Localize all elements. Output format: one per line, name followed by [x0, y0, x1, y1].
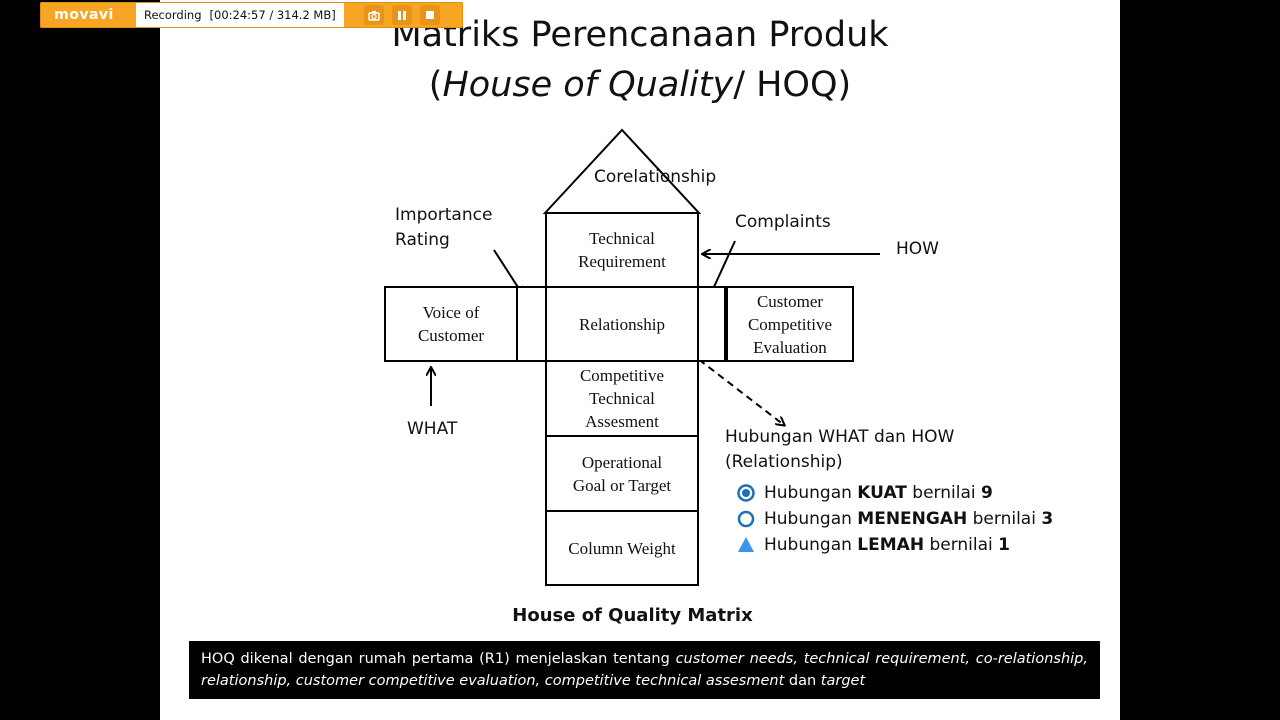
presentation-slide: Matriks Perencanaan Produk (House of Qua…	[160, 0, 1120, 720]
diagram-caption: House of Quality Matrix	[512, 605, 753, 626]
stop-icon[interactable]	[419, 5, 440, 25]
legend-text-kuat: Hubungan KUAT bernilai 9	[764, 483, 993, 503]
legend-value: 1	[998, 535, 1010, 555]
legend-prefix: Hubungan	[764, 509, 858, 529]
legend-middle: bernilai	[924, 535, 999, 555]
legend-item-lemah: Hubungan LEMAH bernilai 1	[736, 532, 1010, 558]
legend-text-menengah: Hubungan MENENGAH bernilai 3	[764, 509, 1053, 529]
relationship-box: Relationship	[545, 286, 699, 362]
triangle-icon	[736, 535, 756, 555]
importance-column-box	[516, 286, 547, 362]
legend-item-menengah: Hubungan MENENGAH bernilai 3	[736, 506, 1053, 532]
complaints-label: Complaints	[735, 212, 831, 232]
slide-title: Matriks Perencanaan Produk (House of Qua…	[160, 10, 1120, 110]
customer-competitive-evaluation-box: Customer Competitive Evaluation	[726, 286, 854, 362]
operational-goal-box: Operational Goal or Target	[545, 435, 699, 512]
legend-title: Hubungan WHAT dan HOW (Relationship)	[725, 427, 955, 472]
footer-text: dan	[784, 673, 821, 689]
footer-italic: customer needs, technical requirement, c…	[201, 651, 1088, 689]
technical-requirement-box: Technical Requirement	[545, 212, 699, 288]
legend-value: 9	[981, 483, 993, 503]
legend-strength: MENENGAH	[857, 509, 968, 529]
footer-italic: target	[820, 673, 866, 689]
roof-label: Corelationship	[594, 167, 717, 187]
footer-note: HOQ dikenal dengan rumah pertama (R1) me…	[189, 641, 1100, 699]
column-weight-box: Column Weight	[545, 510, 699, 586]
legend-prefix: Hubungan	[764, 483, 858, 503]
complaints-column-box	[697, 286, 726, 362]
relationship-dashed-arrow	[679, 344, 784, 425]
importance-rating-label: Importance Rating	[395, 205, 493, 250]
legend-middle: bernilai	[906, 483, 981, 503]
open-circle-icon	[736, 509, 756, 529]
legend-strength: KUAT	[857, 483, 907, 503]
legend-prefix: Hubungan	[764, 535, 858, 555]
legend-item-kuat: Hubungan KUAT bernilai 9	[736, 480, 993, 506]
title-line-1: Matriks Perencanaan Produk	[391, 15, 889, 55]
legend-text-lemah: Hubungan LEMAH bernilai 1	[764, 535, 1010, 555]
title-italic: House of Quality	[442, 65, 734, 105]
recorder-buttons	[356, 5, 440, 25]
recording-label: Recording	[144, 8, 202, 22]
title-rest: / HOQ)	[733, 65, 852, 105]
recording-time-size: [00:24:57 / 314.2 MB]	[209, 8, 336, 22]
recording-status: Recording [00:24:57 / 314.2 MB]	[136, 3, 344, 27]
legend-middle: bernilai	[967, 509, 1042, 529]
recorder-toolbar: movavi Recording [00:24:57 / 314.2 MB]	[40, 2, 463, 28]
legend-strength: LEMAH	[857, 535, 925, 555]
title-paren: (	[428, 65, 443, 105]
movavi-logo: movavi	[54, 7, 114, 23]
pause-icon[interactable]	[391, 5, 412, 25]
voice-of-customer-box: Voice of Customer	[384, 286, 518, 362]
competitive-technical-assesment-box: Competitive Technical Assesment	[545, 360, 699, 437]
footer-text: HOQ dikenal dengan rumah pertama (R1) me…	[201, 651, 676, 667]
legend-value: 3	[1041, 509, 1054, 529]
title-line-2: (House of Quality/ HOQ)	[160, 60, 1120, 110]
filled-circle-icon	[736, 483, 756, 503]
camera-icon[interactable]	[363, 5, 384, 25]
how-label: HOW	[896, 239, 939, 259]
what-label: WHAT	[407, 419, 458, 439]
